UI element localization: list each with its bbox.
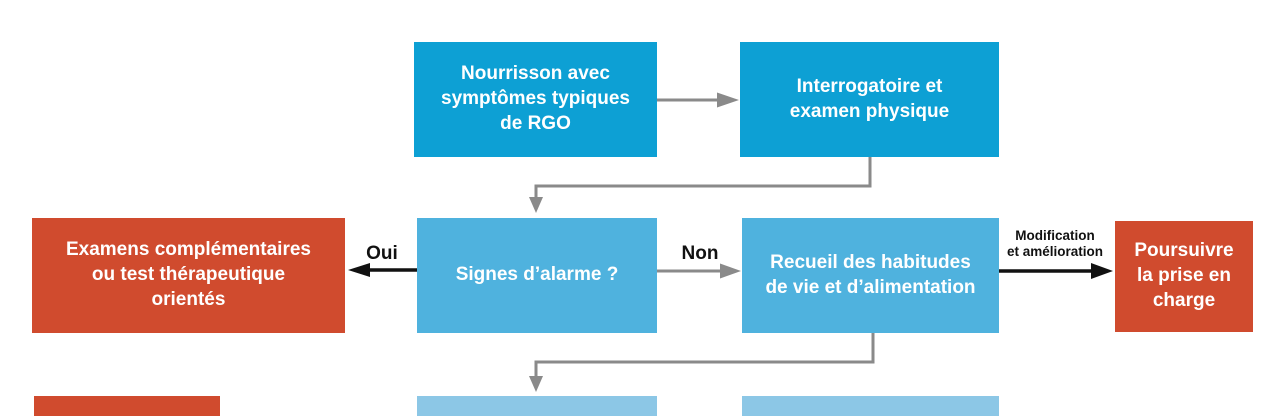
node-interrogatoire-examen: Interrogatoire et examen physique xyxy=(740,42,999,157)
node-label: Poursuivre la prise en charge xyxy=(1134,240,1234,311)
node-poursuivre-prise-en-charge: Poursuivre la prise en charge xyxy=(1115,221,1253,332)
arrow-oui xyxy=(348,263,417,277)
node-label: Examens complémentaires ou test thérapeu… xyxy=(65,239,311,310)
node-bottom-left-red-partial xyxy=(34,396,220,416)
connector-recueil-to-bottom xyxy=(529,333,875,392)
arrow-non xyxy=(657,263,741,279)
node-label: Signes d’alarme ? xyxy=(455,264,619,286)
node-signes-alarme: Signes d’alarme ? xyxy=(417,218,657,333)
node-examens-complementaires: Examens complémentaires ou test thérapeu… xyxy=(32,218,345,333)
node-bottom-center-blue-partial xyxy=(417,396,657,416)
edge-label-non: Non xyxy=(681,243,719,264)
node-recueil-habitudes: Recueil des habitudes de vie et d’alimen… xyxy=(742,218,999,333)
arrow-modification xyxy=(999,263,1113,279)
connector-interrogatoire-to-signes xyxy=(529,157,872,213)
node-label: Recueil des habitudes de vie et d’alimen… xyxy=(765,251,976,298)
edge-label-oui: Oui xyxy=(366,243,398,264)
node-label: Interrogatoire et examen physique xyxy=(789,75,950,122)
node-bottom-right-blue-partial xyxy=(742,396,999,416)
edge-label-modification-amelioration: Modification et amélioration xyxy=(1006,228,1104,259)
node-nourrisson-symptomes-rgo: Nourrisson avec symptômes typiques de RG… xyxy=(414,42,657,157)
arrow-nourrisson-to-interrogatoire xyxy=(657,92,739,108)
node-label: Nourrisson avec symptômes typiques de RG… xyxy=(441,63,630,134)
